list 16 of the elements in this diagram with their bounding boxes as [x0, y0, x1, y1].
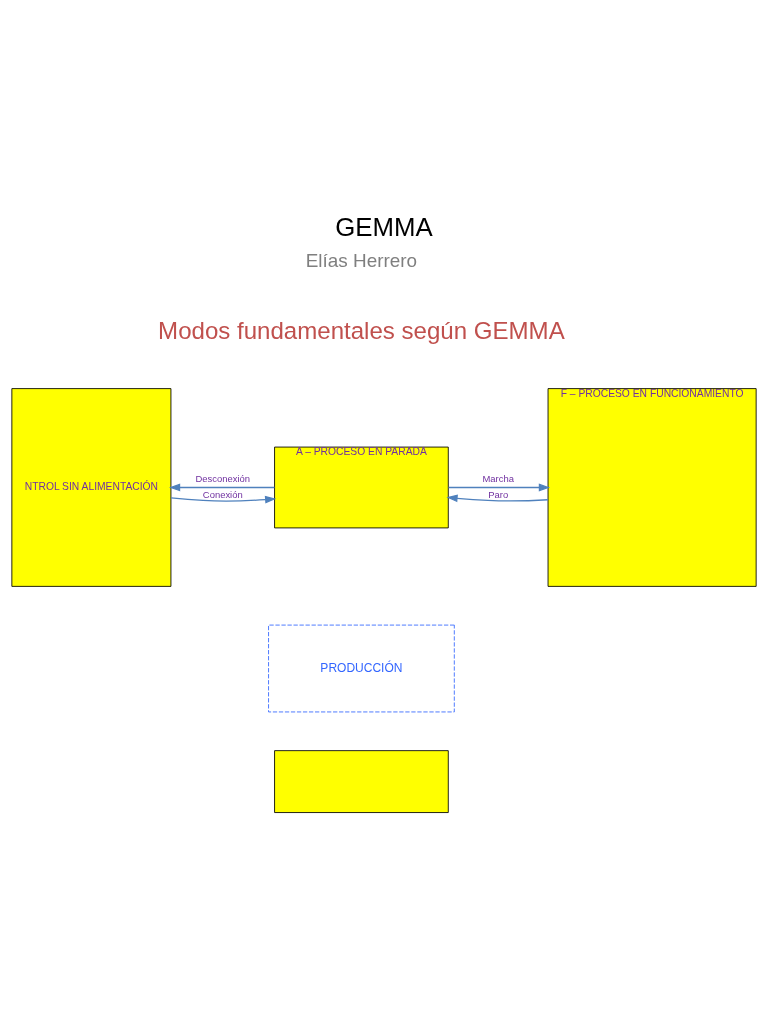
arrow [170, 495, 277, 504]
label: Elías Herrero [305, 249, 418, 271]
edge-label: Paro [488, 488, 509, 500]
node-box: NTROL SIN ALIMENTACIÓN [11, 388, 172, 587]
arrow [448, 483, 550, 492]
node-box: A – PROCESO EN PARADA [274, 446, 449, 529]
edge-label: Marcha [482, 473, 514, 485]
arrow [446, 494, 549, 503]
node-box: PRODUCCIÓN [268, 624, 455, 713]
edge-label: Conexión [202, 488, 243, 500]
diagram-title: GEMMA [335, 212, 433, 241]
edge-label: Desconexión [195, 473, 251, 485]
node-box: F – PROCESO EN FUNCIONAMIENTO [547, 388, 757, 587]
label: Modos fundamentales según GEMMA [158, 317, 565, 345]
node-box [274, 750, 449, 813]
arrow [169, 483, 276, 492]
